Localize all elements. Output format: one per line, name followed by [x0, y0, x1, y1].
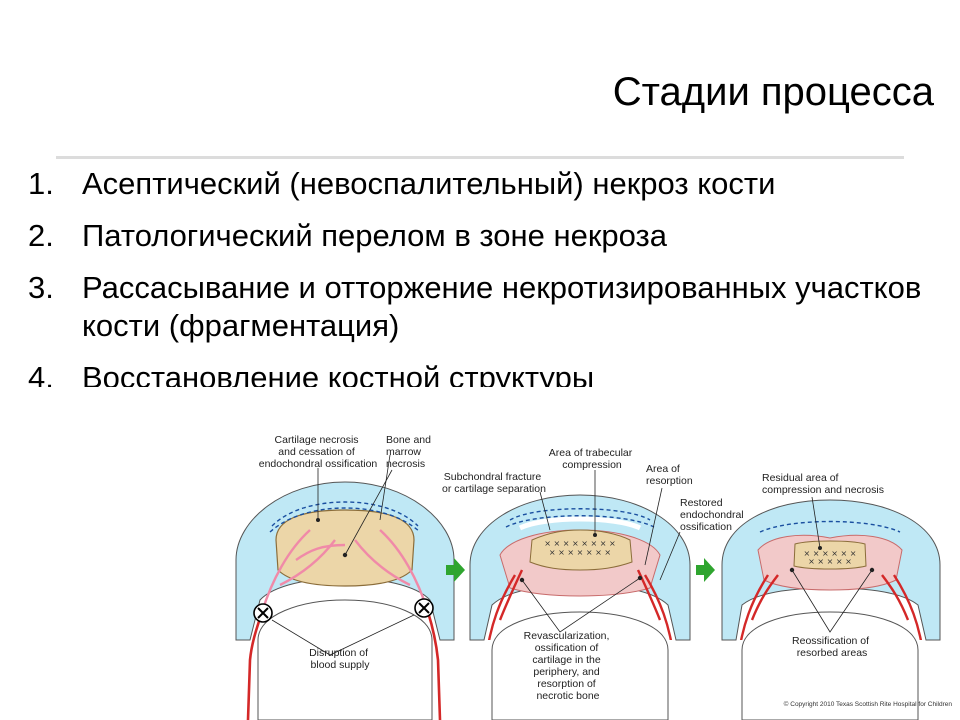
compressed-trabecular-area	[529, 529, 633, 571]
dashed-ossification-line	[269, 507, 421, 533]
list-item: 4. Восстановление костной структуры	[28, 359, 938, 387]
stage-arrow-icon	[446, 558, 465, 582]
label-bone-marrow-necrosis: Bone and marrow necrosis	[386, 434, 434, 470]
compression-marks: × × × × × × ×	[549, 548, 611, 557]
vessel-blockage-icon	[253, 598, 434, 623]
list-text: Рассасывание и отторжение некротизирован…	[82, 270, 922, 343]
stage-arrow-icon	[696, 558, 715, 582]
dashed-ossification-line	[759, 520, 901, 533]
leader-lines	[519, 470, 681, 633]
label-cartilage-necrosis: Cartilage necrosis and cessation of endo…	[259, 434, 378, 470]
label-reossification: Reossification of resorbed areas	[792, 635, 872, 659]
list-item: 3. Рассасывание и отторжение некротизиро…	[28, 269, 938, 345]
list-number: 1.	[28, 166, 54, 201]
dashed-ossification-line	[509, 508, 651, 521]
list-item: 2. Патологический перелом в зоне некроза	[28, 217, 938, 255]
list-text: Восстановление костной структуры	[82, 360, 595, 387]
label-trabecular-compression: Area of trabecular compression	[549, 447, 635, 471]
blood-vessels	[482, 569, 678, 640]
list-number: 3.	[28, 270, 54, 305]
label-restored-ossification: Restored endochondral ossification	[680, 497, 747, 533]
label-resorption: Area of resorption	[646, 463, 693, 487]
title-divider	[56, 156, 904, 159]
blood-vessels	[260, 529, 430, 613]
label-revascularization: Revascularization, ossification of carti…	[524, 630, 613, 702]
list-number: 4.	[28, 360, 54, 387]
compression-marks: × × × × ×	[808, 557, 852, 566]
leader-lines	[271, 454, 415, 656]
stage-3-panel: × × × × × × × × × × × Residual area of c…	[721, 472, 941, 720]
metaphysis	[741, 611, 919, 720]
list-item: 1. Асептический (невоспалительный) некро…	[28, 165, 938, 203]
label-residual-area: Residual area of compression and necrosi…	[762, 472, 884, 496]
list-number: 2.	[28, 218, 54, 253]
metaphysis	[257, 599, 433, 720]
metaphysis	[491, 611, 669, 720]
necrosis-stages-diagram: Cartilage necrosis and cessation of endo…	[235, 434, 953, 720]
leader-lines	[789, 496, 875, 633]
stage-list: 1. Асептический (невоспалительный) некро…	[28, 165, 938, 387]
compression-marks: × × × × × ×	[804, 549, 857, 558]
slide-title: Стадии процесса	[612, 70, 934, 114]
blood-vessels	[734, 574, 928, 640]
compression-marks: × × × × × × × ×	[544, 539, 615, 548]
label-subchondral-fracture: Subchondral fracture or cartilage separa…	[442, 471, 546, 495]
list-text: Асептический (невоспалительный) некроз к…	[82, 166, 776, 201]
label-disruption: Disruption of blood supply	[309, 647, 371, 671]
subchondral-fracture-line	[518, 516, 642, 531]
stage-2-panel: × × × × × × × × × × × × × × × Area of tr…	[442, 447, 747, 720]
residual-necrosis-area	[793, 540, 867, 570]
stage-1-panel: Cartilage necrosis and cessation of endo…	[235, 434, 455, 720]
copyright-notice: © Copyright 2010 Texas Scottish Rite Hos…	[784, 700, 953, 708]
list-text: Патологический перелом в зоне некроза	[82, 218, 668, 253]
dashed-ossification-line	[271, 501, 419, 527]
